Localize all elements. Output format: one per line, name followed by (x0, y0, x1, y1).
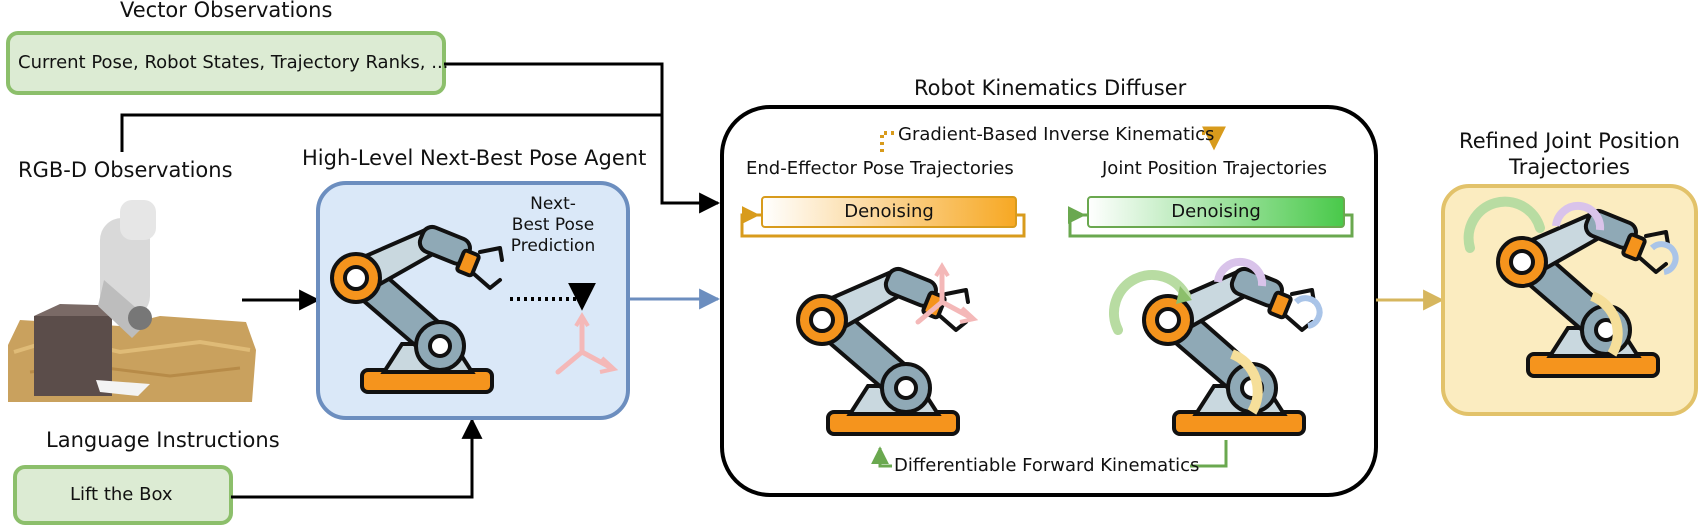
rgbd-title: RGB-D Observations (18, 158, 233, 182)
ee-denoising-label: Denoising (844, 201, 934, 222)
language-to-agent-arrow (231, 417, 483, 499)
joint-denoising-bar (1087, 196, 1345, 228)
gradient-ik-label: Gradient-Based Inverse Kinematics (898, 124, 1215, 145)
vector-obs-content: Current Pose, Robot States, Trajectory R… (18, 52, 449, 73)
forward-kinematics-label: Differentiable Forward Kinematics (894, 455, 1200, 476)
ee-denoising-bar (761, 196, 1017, 228)
joint-denoising-label: Denoising (1171, 201, 1261, 222)
gradient-ik-dotted-arrow (880, 131, 896, 152)
prediction-dotted-arrow (510, 282, 596, 311)
language-content: Lift the Box (70, 484, 173, 505)
rgbd-image (8, 200, 256, 402)
language-box (13, 465, 233, 525)
joint-traj-label: Joint Position Trajectories (1102, 158, 1327, 179)
vector-obs-title: Vector Observations (120, 0, 333, 22)
output-rotation-arcs (1463, 196, 1679, 357)
rgbd-to-diffuser-connector (120, 113, 662, 152)
diffuser-title: Robot Kinematics Diffuser (914, 76, 1187, 100)
ee-traj-label: End-Effector Pose Trajectories (746, 158, 1014, 179)
prediction-label: Next- Best Pose Prediction (510, 194, 596, 256)
vector-to-diffuser-connector (444, 62, 721, 214)
agent-title: High-Level Next-Best Pose Agent (302, 146, 647, 170)
joint-rotation-arcs (1109, 257, 1323, 415)
output-title: Refined Joint Position Trajectories (1459, 129, 1680, 179)
language-title: Language Instructions (46, 428, 280, 452)
